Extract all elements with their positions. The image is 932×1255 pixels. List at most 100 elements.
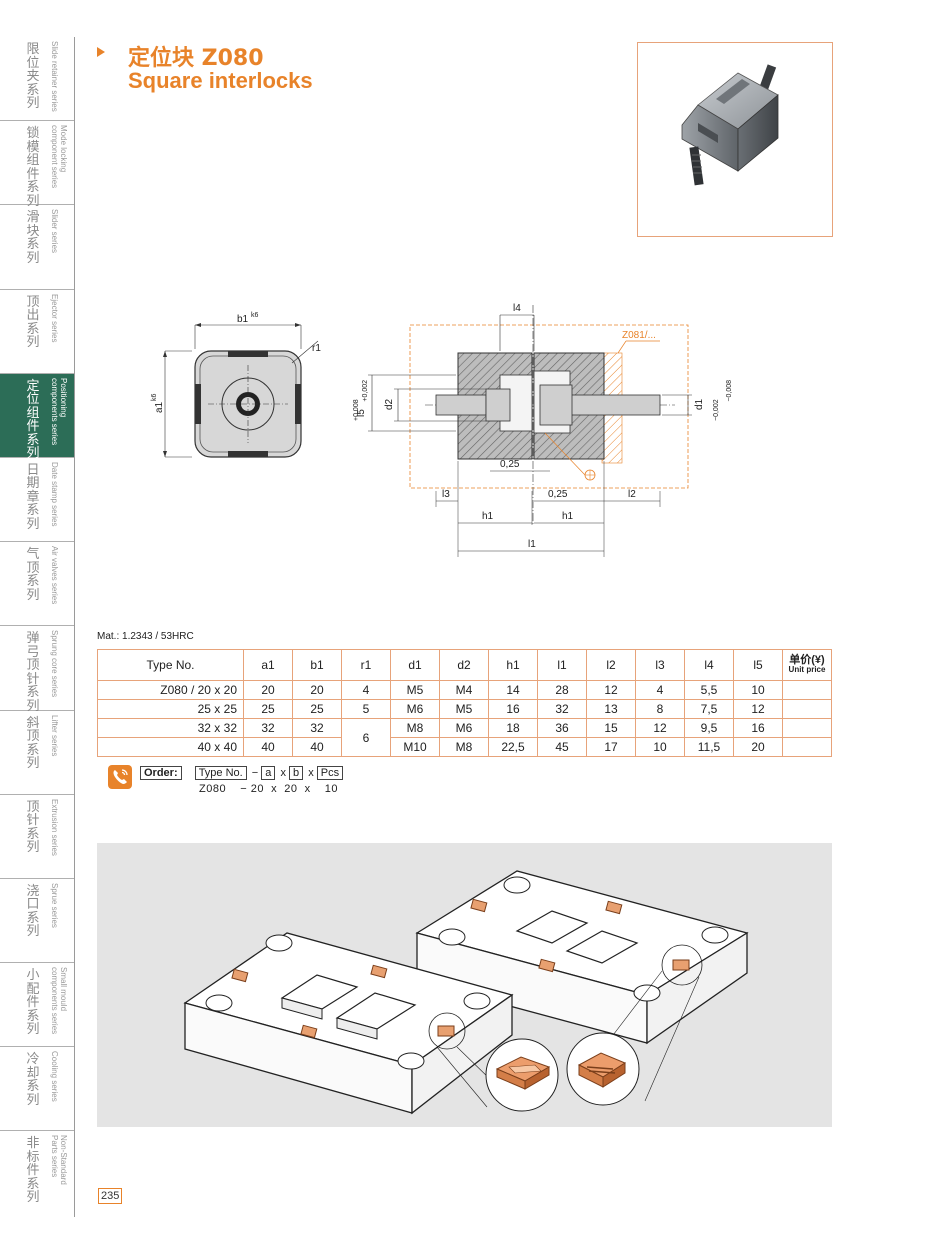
cell-h1: 22,5 [488,737,538,757]
order-field-type: Type No. [194,766,247,780]
order-label: Order: [140,766,182,780]
cell-type: 25 x 25 [97,699,244,719]
cell-h1: 18 [488,718,538,738]
mold-illustration [97,843,832,1127]
sidebar-item-label: 滑块系列 [26,210,40,266]
cell-l4: 11,5 [684,737,734,757]
cell-l5: 16 [733,718,783,738]
label-b1: b1 [237,314,249,325]
sidebar-item-sublabel: Date stamp series [50,461,59,527]
cell-d1: M6 [390,699,440,719]
cell-price [782,718,832,738]
spec-table: Type No. a1 b1 r1 d1 d2 h1 l1 l2 l3 l4 l… [97,649,832,757]
sidebar-item-label: 非标件系列 [26,1136,40,1206]
table-row: 40 x 40 40 40 M10 M8 22,5 45 17 10 11,5 … [97,737,832,757]
label-tol-left-up: +0,008 [353,399,360,421]
cell-b1: 25 [292,699,342,719]
cell-h1: 16 [488,699,538,719]
cell-l5: 12 [733,699,783,719]
cell-price [782,680,832,700]
cell-l2: 15 [586,718,636,738]
page-title-en: Square interlocks [128,68,313,93]
order-sep: − [251,767,259,779]
table-row: 25 x 25 25 25 5 M6 M5 16 32 13 8 7,5 12 [97,699,832,719]
label-tol-right-low: −0,008 [726,380,733,402]
cell-l3: 12 [635,718,685,738]
cell-a1: 40 [243,737,293,757]
cell-r1: 4 [341,680,391,700]
col-header: d1 [390,649,440,681]
order-sep: x [280,767,286,779]
label-d1: d1 [694,398,705,410]
page-title-cn: 定位块 Z080 [128,46,264,71]
sidebar-item-label: 定位组件系列 [26,378,40,462]
col-header: l1 [537,649,587,681]
cell-h1: 14 [488,680,538,700]
cell-price [782,699,832,719]
cell-d1: M5 [390,680,440,700]
cell-b1: 40 [292,737,342,757]
order-format: Order: Type No. − a x b x Pcs [140,766,345,780]
cell-l5: 10 [733,680,783,700]
label-ref-z081: Z081/... [622,330,656,341]
cell-l3: 8 [635,699,685,719]
label-l4: l4 [513,303,521,314]
cell-l3: 10 [635,737,685,757]
col-header: r1 [341,649,391,681]
sidebar-item-sublabel: Air valves series [50,546,59,605]
sidebar-item-label: 顶针系列 [26,799,40,856]
sidebar-item-sublabel: Slide retainer series [50,41,59,112]
sidebar-item-sublabel: Cooling series [50,1051,59,1102]
cell-b1: 32 [292,718,342,738]
order-field-pcs: Pcs [316,766,344,780]
page-number: 235 [98,1188,123,1204]
order-field-b: b [289,766,304,780]
label-gap-top: 0,25 [500,459,520,470]
sidebar-item-label: 气顶系列 [26,547,40,603]
col-header: l5 [733,649,783,681]
col-header: l2 [586,649,636,681]
cell-l1: 36 [537,718,587,738]
col-header: a1 [243,649,293,681]
cell-l2: 12 [586,680,636,700]
mold-plates-icon [183,870,749,1115]
phone-order-icon [108,765,132,789]
order-example: Z080 − 20 x 20 x 10 [199,783,339,795]
label-tol-left-low: +0,002 [362,380,369,402]
top-view [163,323,319,458]
label-a1: a1 [154,401,165,413]
table-header-row: Type No. a1 b1 r1 d1 d2 h1 l1 l2 l3 l4 l… [97,649,832,681]
cell-b1: 20 [292,680,342,700]
dimension-drawing: b1 k6 a1 k6 r1 l4 Z081/... l5 +0,008 d2 … [151,303,737,557]
col-header: l3 [635,649,685,681]
cell-a1: 20 [243,680,293,700]
order-field-a: a [261,766,276,780]
cell-d2: M6 [439,718,489,738]
cell-l2: 17 [586,737,636,757]
sidebar-item-label: 日期章系列 [26,462,40,532]
interlock-render-icon [681,64,779,186]
cell-type: Z080 / 20 x 20 [97,680,244,700]
table-row: 32 x 32 32 32 6 M8 M6 18 36 15 12 9,5 16 [97,718,832,757]
label-h1-left: h1 [482,511,494,522]
col-header: d2 [439,649,489,681]
col-header: Type No. [97,649,244,681]
sidebar-item-label: 锁模组件系列 [26,126,40,209]
material-spec: Mat.: 1.2343 / 53HRC [97,631,194,642]
sidebar-item-sublabel: Sprue series [50,882,59,928]
sidebar-item-air-valves[interactable]: 气顶系列 Air valves series [0,542,74,627]
sidebar-item-date-stamp[interactable]: 日期章系列 Date stamp series [0,458,74,543]
